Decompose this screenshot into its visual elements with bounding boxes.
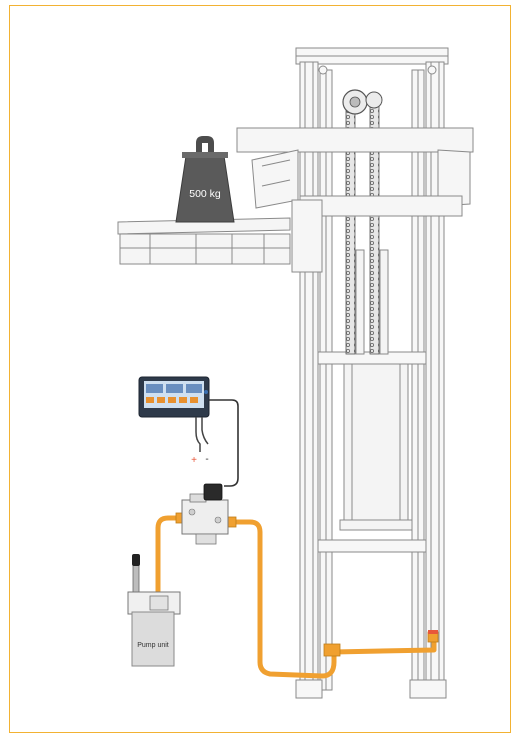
weight-label: 500 kg xyxy=(189,188,221,200)
power-minus-label: - xyxy=(205,454,208,465)
lift-chains xyxy=(342,89,383,355)
pallet xyxy=(117,217,291,265)
controller-display-icon xyxy=(138,376,210,418)
power-leads xyxy=(195,417,209,452)
hand-lever-icon xyxy=(132,554,140,595)
fork-carriage xyxy=(236,127,474,273)
pump-unit-label: Pump unit xyxy=(137,642,169,649)
solenoid-valve-icon xyxy=(181,483,229,545)
mast-outer-frame xyxy=(295,47,449,699)
lift-cylinder xyxy=(339,249,413,531)
weight-icon xyxy=(175,136,235,223)
pump-unit-icon xyxy=(127,591,181,667)
power-plus-label: + xyxy=(191,455,197,466)
hydraulic-hose xyxy=(155,515,437,679)
signal-cable xyxy=(209,399,239,487)
